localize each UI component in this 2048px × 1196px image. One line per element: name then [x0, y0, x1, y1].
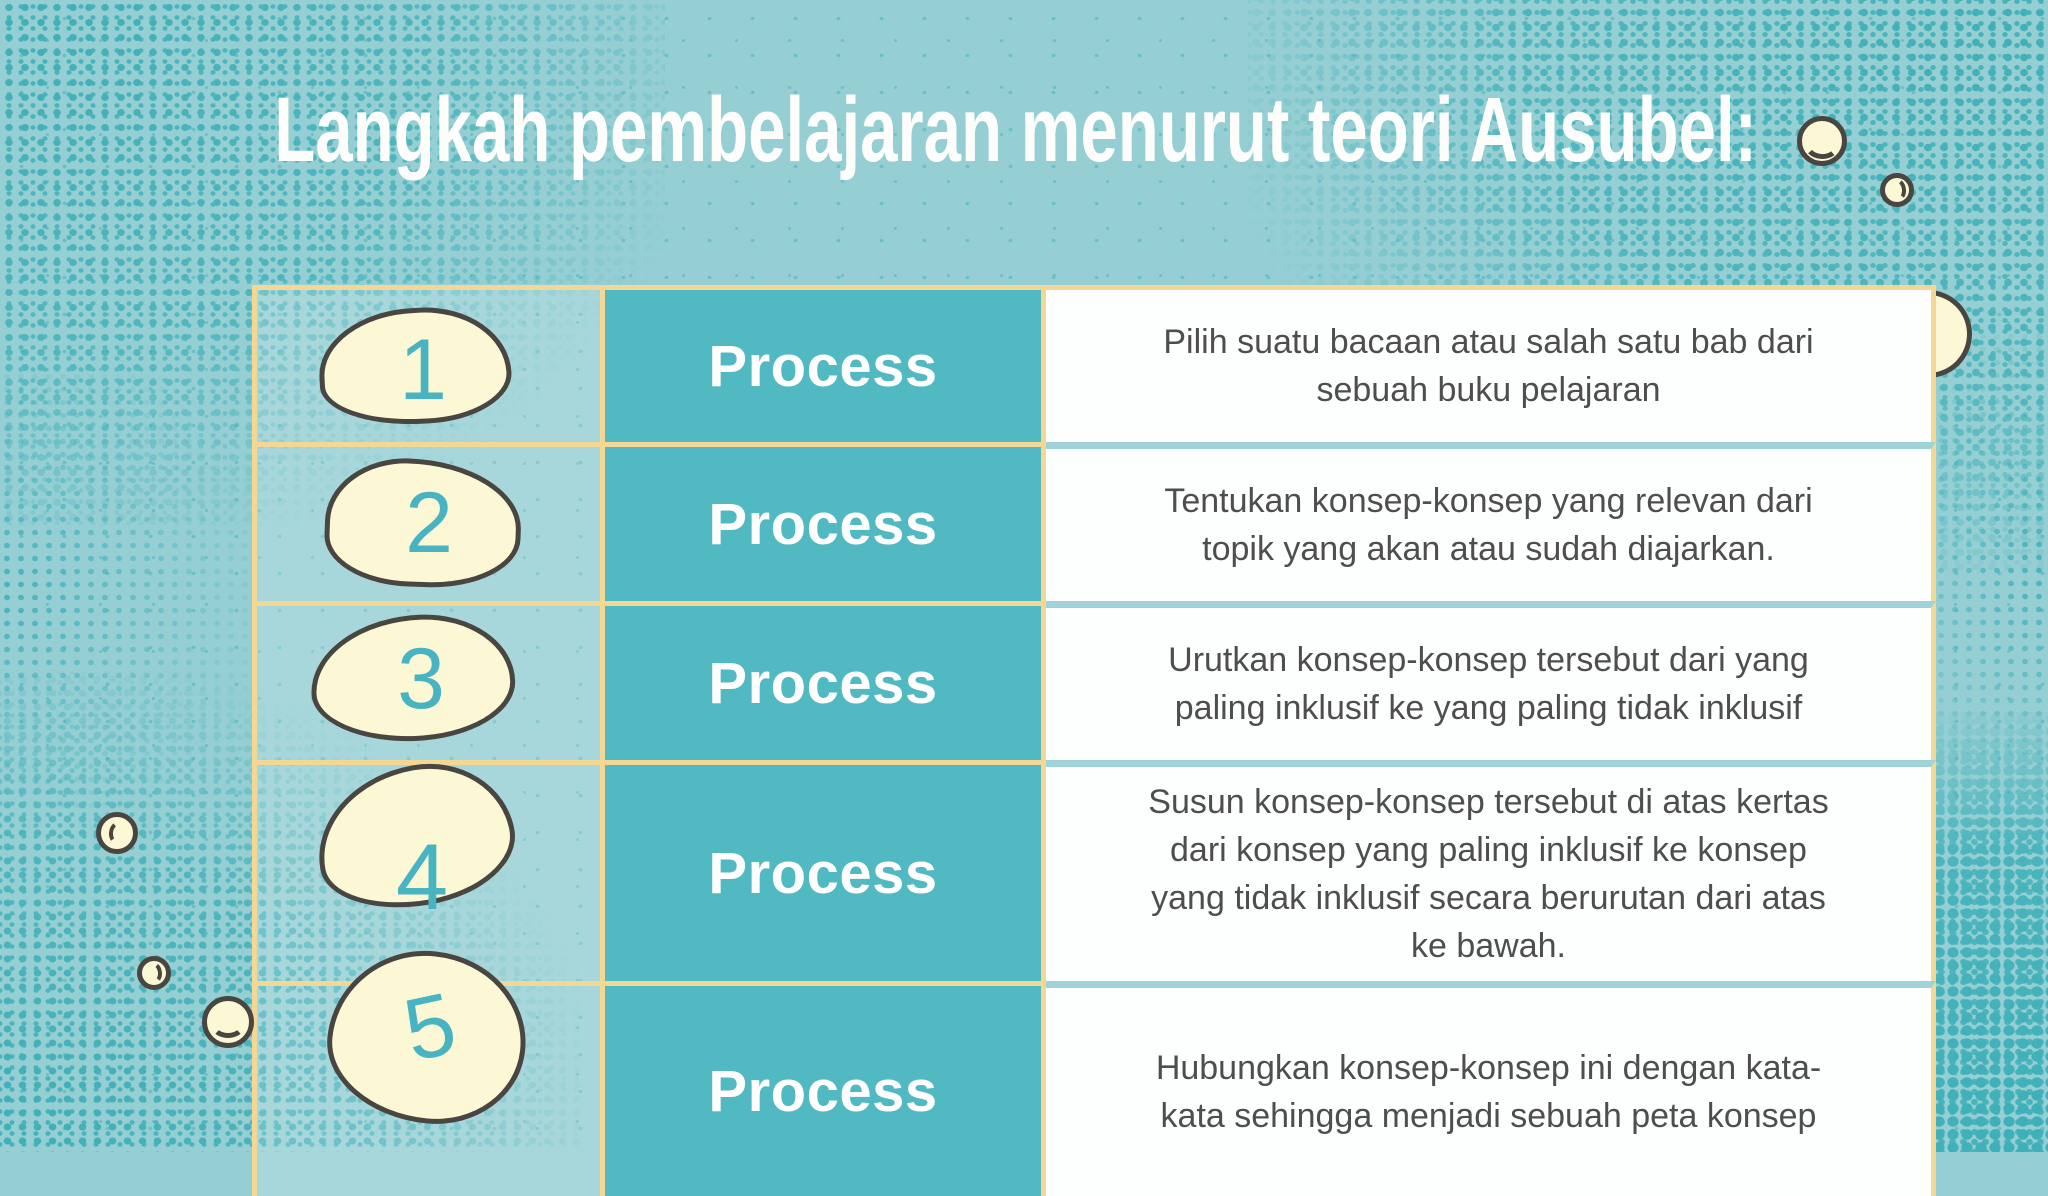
smile-mouth [107, 819, 131, 847]
smile-mouth [1802, 127, 1842, 161]
smiley-face-icon [1880, 173, 1914, 207]
description-cell: Hubungkan konsep-konsep ini dengan kata-… [1046, 981, 1936, 1196]
process-label: Process [708, 333, 938, 399]
process-label: Process [708, 840, 938, 906]
description-line: Susun konsep-konsep tersebut di atas ker… [1148, 783, 1829, 821]
description-cell: Urutkan konsep-konsep tersebut dari yang… [1046, 601, 1936, 760]
step-number: 3 [397, 631, 445, 727]
process-cell: Process [600, 760, 1046, 981]
process-cell: Process [600, 601, 1046, 760]
smiley-face-icon [96, 812, 138, 854]
process-label: Process [708, 491, 938, 557]
page-title: Langkah pembelajaran menurut teori Ausub… [274, 79, 1757, 181]
smile-mouth [141, 960, 164, 986]
halftone-texture-left-edge [0, 370, 250, 810]
description-cell: Susun konsep-konsep tersebut di atas ker… [1046, 760, 1936, 981]
process-label: Process [708, 1058, 938, 1124]
step-number: 2 [405, 475, 453, 571]
smile-mouth [211, 1012, 245, 1038]
title-row: Langkah pembelajaran menurut teori Ausub… [0, 84, 2000, 176]
description-line: topik yang akan atau sudah diajarkan. [1202, 530, 1775, 568]
process-cell: Process [600, 981, 1046, 1196]
process-cell: Process [600, 442, 1046, 601]
step-number: 4 [395, 824, 449, 929]
smile-mouth [1884, 176, 1908, 204]
description-line: ke bawah. [1411, 927, 1566, 965]
step-number: 1 [399, 322, 447, 418]
smiley-face-icon [202, 996, 254, 1048]
description-line: sebuah buku pelajaran [1316, 371, 1661, 409]
description-line: paling inklusif ke yang paling tidak ink… [1174, 689, 1803, 727]
description-line: Tentukan konsep-konsep yang relevan dari [1164, 482, 1813, 520]
description-line: Urutkan konsep-konsep tersebut dari yang [1168, 641, 1809, 679]
smiley-face-icon [1797, 116, 1847, 166]
description-line: Hubungkan konsep-konsep ini dengan kata- [1155, 1049, 1822, 1087]
description-line: dari konsep yang paling inklusif ke kons… [1170, 831, 1807, 869]
description-cell: Tentukan konsep-konsep yang relevan dari… [1046, 442, 1936, 601]
description-line: Pilih suatu bacaan atau salah satu bab d… [1163, 323, 1814, 361]
steps-table: Process Pilih suatu bacaan atau salah sa… [252, 285, 1936, 1196]
smiley-face-icon [137, 956, 171, 990]
description-line: yang tidak inklusif secara berurutan dar… [1151, 879, 1826, 917]
description-cell: Pilih suatu bacaan atau salah satu bab d… [1046, 285, 1936, 442]
process-label: Process [708, 650, 938, 716]
description-line: kata sehingga menjadi sebuah peta konsep [1160, 1097, 1817, 1135]
process-cell: Process [600, 285, 1046, 442]
